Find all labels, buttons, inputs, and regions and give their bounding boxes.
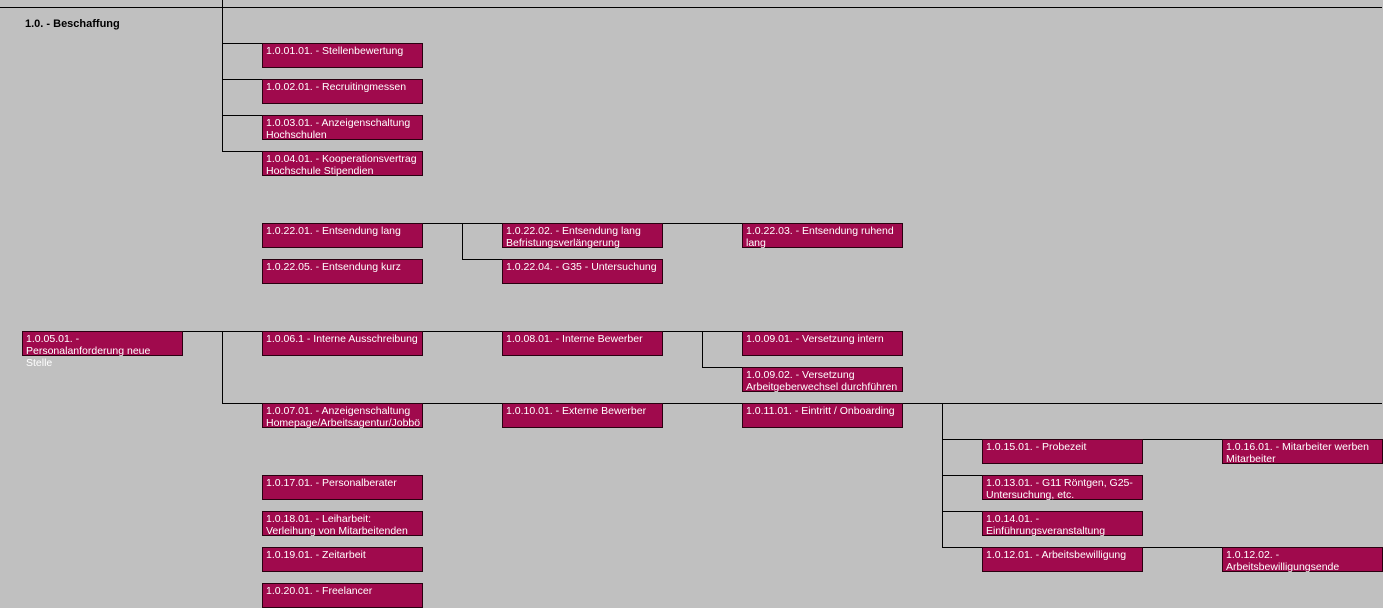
process-node-1-0-02-01[interactable]: 1.0.02.01. - Recruitingmessen [262,79,423,104]
process-node-1-0-13-01[interactable]: 1.0.13.01. - G11 Röntgen, G25-Untersuchu… [982,475,1143,501]
connector-line [182,331,742,332]
connector-line [222,151,262,152]
diagram-title: 1.0. - Beschaffung [25,18,120,30]
process-node-1-0-22-04[interactable]: 1.0.22.04. - G35 - Untersuchung [502,259,663,284]
connector-line [0,7,1382,8]
process-node-1-0-11-01[interactable]: 1.0.11.01. - Eintritt / Onboarding [742,403,903,428]
process-node-1-0-06-1[interactable]: 1.0.06.1 - Interne Ausschreibung [262,331,423,356]
connector-line [462,223,463,259]
process-node-1-0-07-01[interactable]: 1.0.07.01. - Anzeigenschaltung Homepage/… [262,403,423,429]
process-node-1-0-08-01[interactable]: 1.0.08.01. - Interne Bewerber [502,331,663,356]
connector-line [942,439,982,440]
process-node-1-0-10-01[interactable]: 1.0.10.01. - Externe Bewerber [502,403,663,428]
process-node-1-0-18-01[interactable]: 1.0.18.01. - Leiharbeit: Verleihung von … [262,511,423,537]
process-node-1-0-22-05[interactable]: 1.0.22.05. - Entsendung kurz [262,259,423,284]
process-node-1-0-05-01[interactable]: 1.0.05.01. - Personalanforderung neue St… [22,331,183,369]
connector-line [702,367,742,368]
process-node-1-0-01-01[interactable]: 1.0.01.01. - Stellenbewertung [262,43,423,68]
process-node-1-0-22-02[interactable]: 1.0.22.02. - Entsendung lang Befristungs… [502,223,663,249]
process-node-1-0-09-01[interactable]: 1.0.09.01. - Versetzung intern [742,331,903,356]
connector-line [942,511,982,512]
connector-line [222,0,223,152]
process-node-1-0-15-01[interactable]: 1.0.15.01. - Probezeit [982,439,1143,464]
connector-line [222,79,262,80]
connector-line [1142,439,1222,440]
process-node-1-0-14-01[interactable]: 1.0.14.01. - Einführungsveranstaltung [982,511,1143,537]
process-node-1-0-22-03[interactable]: 1.0.22.03. - Entsendung ruhend lang [742,223,903,249]
connector-line [222,331,223,404]
process-node-1-0-12-02[interactable]: 1.0.12.02. - Arbeitsbewilligungsende [1222,547,1383,573]
connector-line [942,547,982,548]
connector-line [222,43,262,44]
connector-line [462,259,502,260]
connector-line [942,475,982,476]
process-node-1-0-19-01[interactable]: 1.0.19.01. - Zeitarbeit [262,547,423,572]
connector-line [702,331,703,368]
process-node-1-0-20-01[interactable]: 1.0.20.01. - Freelancer [262,583,423,608]
process-node-1-0-22-01[interactable]: 1.0.22.01. - Entsendung lang [262,223,423,248]
connector-line [222,115,262,116]
process-node-1-0-03-01[interactable]: 1.0.03.01. - Anzeigenschaltung Hochschul… [262,115,423,141]
process-node-1-0-04-01[interactable]: 1.0.04.01. - Kooperationsvertrag Hochsch… [262,151,423,177]
process-node-1-0-09-02[interactable]: 1.0.09.02. - Versetzung Arbeitgeberwechs… [742,367,903,393]
process-node-1-0-17-01[interactable]: 1.0.17.01. - Personalberater [262,475,423,500]
process-node-1-0-12-01[interactable]: 1.0.12.01. - Arbeitsbewilligung [982,547,1143,572]
process-node-1-0-16-01[interactable]: 1.0.16.01. - Mitarbeiter werben Mitarbei… [1222,439,1383,465]
